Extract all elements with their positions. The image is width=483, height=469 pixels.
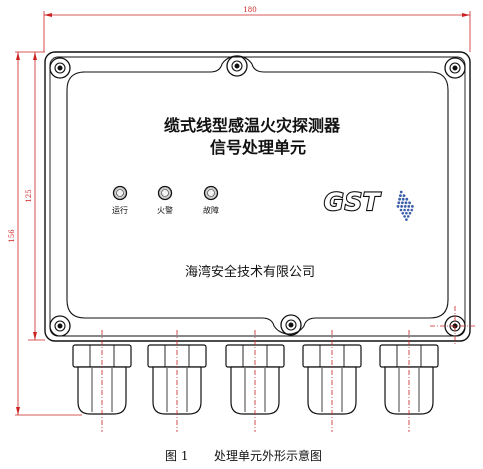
indicator-led-fire bbox=[157, 185, 173, 201]
cable-glands bbox=[72, 330, 439, 432]
cable-gland-4 bbox=[302, 330, 362, 432]
logo-dots-icon bbox=[396, 190, 414, 221]
indicator-label-fault: 故障 bbox=[203, 205, 219, 215]
figure-number: 图 1 bbox=[165, 449, 188, 463]
panel-title-line1: 缆式线型感温火灾探测器 bbox=[164, 116, 341, 135]
indicator-label-run: 运行 bbox=[112, 205, 128, 215]
screw-icon bbox=[226, 55, 248, 77]
screw-icon bbox=[49, 315, 71, 337]
indicator-label-fire: 火警 bbox=[157, 205, 173, 215]
screw-icon bbox=[280, 314, 302, 336]
screw-icon bbox=[49, 57, 71, 79]
screw-icon bbox=[444, 57, 466, 79]
gst-logo: GST bbox=[324, 188, 381, 216]
cable-gland-1 bbox=[72, 330, 132, 432]
cable-gland-3 bbox=[225, 330, 285, 432]
indicator-led-fault bbox=[203, 185, 219, 201]
dimension-lines bbox=[15, 11, 471, 416]
cable-gland-5 bbox=[379, 330, 439, 432]
width-dimension-label: 180 bbox=[243, 6, 256, 14]
company-name: 海湾安全技术有限公司 bbox=[185, 264, 315, 280]
enclosure-body bbox=[44, 51, 471, 342]
figure-caption: 处理单元外形示意图 bbox=[214, 448, 322, 463]
inner-height-dimension-label: 125 bbox=[25, 189, 33, 202]
outer-height-dimension-label: 156 bbox=[8, 229, 16, 243]
panel-title-line2: 信号处理单元 bbox=[210, 138, 306, 157]
center-marks bbox=[430, 306, 476, 345]
cable-gland-2 bbox=[147, 330, 207, 432]
indicator-led-run bbox=[112, 185, 128, 201]
